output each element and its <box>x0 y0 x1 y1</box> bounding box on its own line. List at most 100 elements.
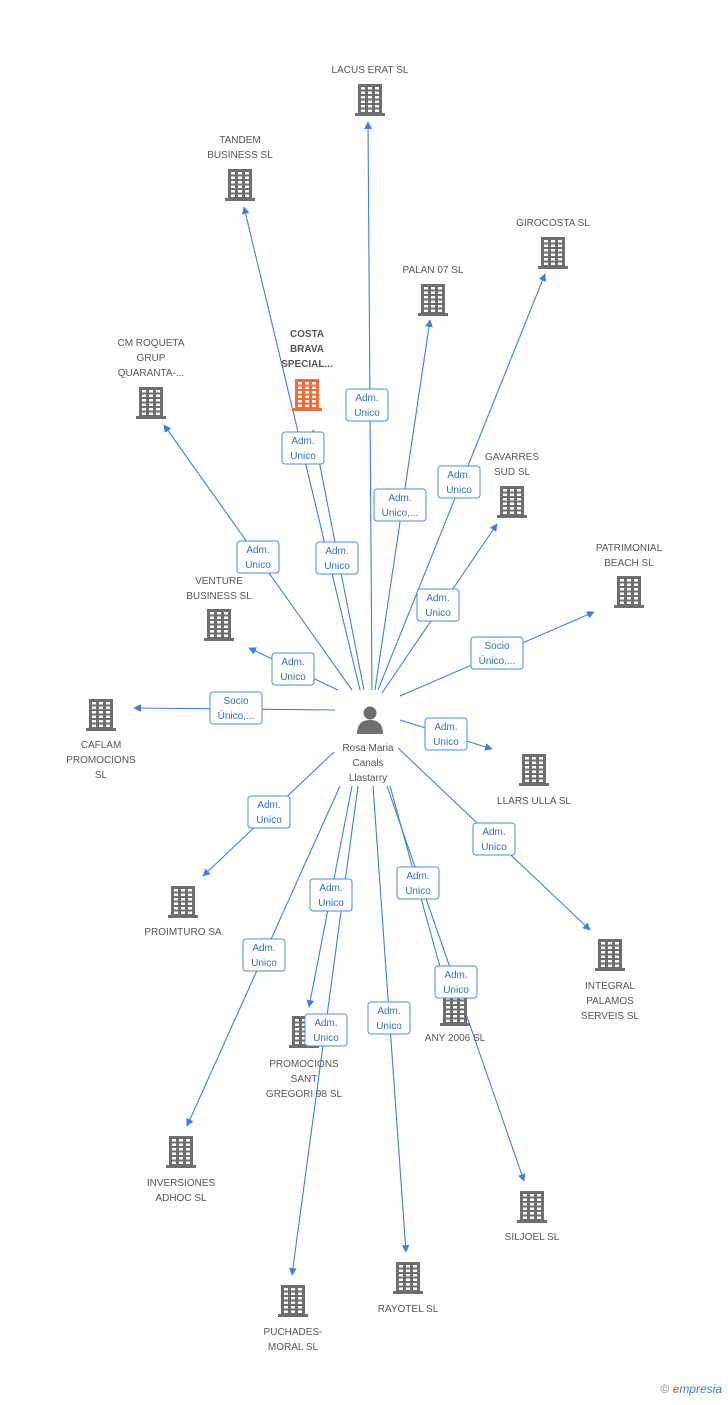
edge-label-inversiones[interactable]: Adm.Unico <box>242 938 286 972</box>
edge-label-box <box>309 878 353 912</box>
node-label: BRAVA <box>290 344 324 355</box>
edge-label-box <box>271 652 315 686</box>
person-icon <box>357 706 383 734</box>
node-palan[interactable]: PALAN 07 SL <box>403 265 464 316</box>
building-icon[interactable] <box>595 939 625 971</box>
node-label: INVERSIONES <box>147 1178 216 1189</box>
edge-label-box <box>236 540 280 574</box>
node-siljoel[interactable]: SILJOEL SL <box>505 1191 560 1243</box>
edge-label-siljoel[interactable]: Adm.Unico <box>434 965 478 999</box>
node-caflam[interactable]: CAFLAM PROMOCIONS SL <box>66 699 136 781</box>
building-icon[interactable] <box>614 576 644 608</box>
edge-label-line: Adm. <box>257 800 280 811</box>
edge-label-integral[interactable]: Adm.Unico <box>472 822 516 856</box>
edges-layer <box>133 121 595 1276</box>
edge-label-lacus[interactable]: Adm.Unico <box>345 388 389 422</box>
building-icon[interactable] <box>538 237 568 269</box>
node-puchades[interactable]: PUCHADES-MORAL SL <box>264 1285 323 1353</box>
edge-label-puchades[interactable]: Adm.Unico <box>304 1013 348 1047</box>
edge-label-cmroqueta[interactable]: Adm.Unico <box>236 540 280 574</box>
edge-label-gavarres[interactable]: Adm.Unico <box>416 588 460 622</box>
node-proimturo[interactable]: PROIMTURO SA <box>144 886 222 938</box>
node-cmroqueta[interactable]: CM ROQUETAGRUPQUARANTA-... <box>117 338 185 419</box>
node-label: SPECIAL... <box>281 359 333 370</box>
edge-label-line: Unico,... <box>382 508 419 519</box>
building-icon[interactable] <box>497 486 527 518</box>
node-label: BUSINESS SL <box>207 150 273 161</box>
edge-label-line: Único,... <box>479 654 516 667</box>
edge-label-proimturo[interactable]: Adm.Unico <box>247 795 291 829</box>
edge-label-line: Unico <box>443 985 469 996</box>
building-icon[interactable] <box>278 1285 308 1317</box>
node-label: GREGORI 98 SL <box>266 1089 343 1100</box>
building-icon[interactable] <box>86 699 116 731</box>
edge-labels-layer: Adm.UnicoAdm.UnicoAdm.UnicoAdm.Unico,...… <box>209 388 524 1047</box>
edge-label-line: Unico <box>280 672 306 683</box>
building-icon[interactable] <box>225 169 255 201</box>
edge-label-line: Unico <box>324 561 350 572</box>
edge-label-patrimonial[interactable]: SocioÚnico,... <box>470 636 524 670</box>
edge-label-rayotel[interactable]: Adm.Unico <box>367 1001 411 1035</box>
copyright-symbol: © <box>660 1382 670 1396</box>
node-label: SL <box>95 770 108 781</box>
edge-label-box <box>396 866 440 900</box>
edge-label-line: Unico <box>376 1021 402 1032</box>
node-label: CAFLAM <box>81 740 122 751</box>
edge-label-box <box>315 541 359 575</box>
edge-label-box <box>247 795 291 829</box>
node-label: GRUP <box>137 353 166 364</box>
edge-label-promocions[interactable]: Adm. Unico <box>309 878 353 912</box>
building-icon[interactable] <box>204 609 234 641</box>
building-icon[interactable] <box>355 84 385 116</box>
building-icon[interactable] <box>136 387 166 419</box>
edge-label-line: Adm. <box>319 883 342 894</box>
node-label: QUARANTA-... <box>118 368 184 379</box>
node-label: ANY 2006 SL <box>425 1033 486 1044</box>
edge-label-any2006[interactable]: Adm.Unico <box>396 866 440 900</box>
edge-label-line: Adm. <box>482 827 505 838</box>
edge-label-venture[interactable]: Adm.Unico <box>271 652 315 686</box>
node-gavarres[interactable]: GAVARRES SUD SL <box>485 452 539 518</box>
edge-label-caflam[interactable]: SocioÚnico,... <box>209 691 263 725</box>
building-icon[interactable] <box>418 284 448 316</box>
edge-label-tandem[interactable]: Adm.Unico <box>281 431 325 465</box>
brand-initial: e <box>672 1382 680 1396</box>
node-girocosta[interactable]: GIROCOSTA SL <box>516 218 590 269</box>
node-label: VENTURE <box>195 576 243 587</box>
node-llars[interactable]: LLARS ULLA SL <box>497 754 571 807</box>
edge-label-line: Unico <box>318 898 344 909</box>
building-icon[interactable] <box>517 1191 547 1223</box>
node-any2006[interactable]: ANY 2006 SL <box>425 994 486 1044</box>
edge-label-palan[interactable]: Adm.Unico,... <box>373 488 427 522</box>
node-label: GAVARRES <box>485 452 539 463</box>
node-costa[interactable]: COSTABRAVASPECIAL... <box>281 329 333 411</box>
building-icon[interactable] <box>393 1262 423 1294</box>
edge-label-llars[interactable]: Adm.Unico <box>424 717 468 751</box>
building-icon[interactable] <box>292 379 322 411</box>
edge-label-box <box>367 1001 411 1035</box>
node-lacus[interactable]: LACUS ERAT SL <box>332 65 409 116</box>
edge-label-box <box>470 636 524 670</box>
building-icon[interactable] <box>519 754 549 786</box>
node-rayotel[interactable]: RAYOTEL SL <box>378 1262 439 1315</box>
building-icon[interactable] <box>166 1136 196 1168</box>
node-label: PROMOCIONS <box>66 755 136 766</box>
edge-label-line: Socio <box>223 696 248 707</box>
edge-label-box <box>424 717 468 751</box>
edge-label-line: Adm. <box>252 943 275 954</box>
building-icon[interactable] <box>168 886 198 918</box>
edge-label-costa[interactable]: Adm.Unico <box>315 541 359 575</box>
edge-label-girocosta[interactable]: Adm.Unico <box>437 465 481 499</box>
building-icon[interactable] <box>440 994 470 1026</box>
node-label: SUD SL <box>494 467 531 478</box>
edge-label-line: Unico <box>446 485 472 496</box>
watermark: © empresia <box>660 1382 722 1396</box>
